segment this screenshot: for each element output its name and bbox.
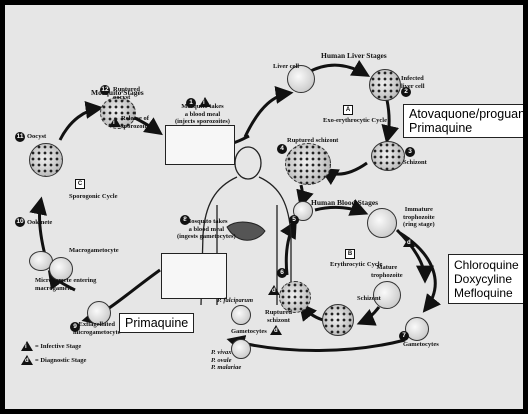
liver-cell <box>287 65 315 93</box>
arrow-infected-to-schizont <box>381 99 400 144</box>
step-8-badge: 8 <box>180 215 190 225</box>
infective-stage-marker-bloodmeal: i <box>199 97 211 107</box>
gametocyte-cell-right <box>405 317 429 341</box>
arrow-gametocytes-to-bloodmeal <box>226 335 406 353</box>
drug-box-gametocyte-stage: Primaquine <box>119 313 195 333</box>
liver-organ <box>226 221 266 241</box>
diagnostic-stage-marker-ruptured: d <box>268 285 280 295</box>
label-gametocytes-right: Gametocytes <box>403 341 439 348</box>
legend-infective-marker: i <box>21 341 33 351</box>
label-blood-schizont: Schizont <box>357 295 381 302</box>
label-oocyst: Oocyst <box>27 133 47 140</box>
arrow-mature-to-schizont <box>356 306 381 326</box>
step-2-badge: 2 <box>401 87 411 97</box>
step-3-badge: 3 <box>405 147 415 157</box>
erythrocytic-cycle-marker: B <box>345 249 355 259</box>
diagnostic-stage-marker-ring: d <box>403 237 415 247</box>
arrow-liver-cell-to-infected <box>306 59 371 77</box>
infected-liver-cell <box>369 69 401 101</box>
drug-box-blood-stage: Chloroquine Doxycyline Mefloquine <box>448 254 523 304</box>
sporogonic-cycle-marker: C <box>75 179 85 189</box>
exo-erythrocytic-cycle-marker: A <box>343 105 353 115</box>
mature-trophozoite-cell <box>373 281 401 309</box>
step-1-badge: 1 <box>186 98 196 108</box>
ruptured-blood-schizont-cell <box>279 281 311 313</box>
immature-trophozoite-cell <box>367 208 397 238</box>
label-ookinete: Ookinete <box>27 219 53 226</box>
mosquito-stages-heading: Mosquito Stages <box>91 88 144 97</box>
malaria-life-cycle-diagram: Mosquito Stages Human Liver Stages Human… <box>5 5 523 409</box>
drug-doxycyline: Doxycyline <box>454 272 513 286</box>
cycle-arrows <box>29 59 442 353</box>
drug-chloroquine: Chloroquine <box>454 258 519 272</box>
liver-schizont <box>371 141 405 171</box>
sporogonic-cycle-label: Sporogonic Cycle <box>69 193 118 200</box>
infective-stage-marker-sporozoites: i <box>109 117 121 127</box>
arrow-oocyst-to-ruptured <box>58 100 104 141</box>
gametocyte-vivax-cell <box>231 339 251 359</box>
liver-stages-heading: Human Liver Stages <box>321 51 387 60</box>
drug-mefloquine: Mefloquine <box>454 286 513 300</box>
step-11-badge: 11 <box>15 132 25 142</box>
label-liver-cell: Liver cell <box>273 63 300 70</box>
step-9-badge: 9 <box>70 322 80 332</box>
drug-primaquine-liver: Primaquine <box>409 121 473 135</box>
step-6-badge: 6 <box>277 268 287 278</box>
label-ruptured-liver-schizont: Ruptured schizont <box>287 137 339 144</box>
legend-infective-label: = Infective Stage <box>35 343 82 350</box>
arrow-sporozoites-to-liver <box>243 85 294 138</box>
exo-erythrocytic-cycle-label: Exo-erythrocytic Cycle <box>323 117 387 124</box>
exflagellated-microgametocyte-cell <box>87 301 111 325</box>
label-p-falciparum: P. falciparum <box>217 297 253 304</box>
arrow-merozoite-to-ring <box>314 199 369 216</box>
drug-primaquine-gametocyte: Primaquine <box>125 316 189 330</box>
blood-schizont-cell <box>322 304 354 336</box>
step-12-badge: 12 <box>100 85 110 95</box>
mosquito-inset-sporozoites <box>165 125 235 165</box>
erythrocytic-cycle-label: Erythrocytic Cycle <box>330 261 383 268</box>
blood-stages-heading: Human Blood Stages <box>311 198 379 207</box>
step-7-badge: 7 <box>399 331 409 341</box>
oocyst-cell <box>29 143 63 177</box>
legend-diagnostic-label: = Diagnostic Stage <box>35 357 87 364</box>
step-5-badge: 5 <box>289 215 299 225</box>
gametocyte-falciparum-cell <box>231 305 251 325</box>
label-liver-schizont: Schizont <box>403 159 427 166</box>
mosquito-inset-gametocytes <box>161 253 227 299</box>
ruptured-liver-schizont <box>285 143 331 185</box>
legend-diagnostic-marker: d <box>21 355 33 365</box>
diagnostic-stage-marker-gametocytes: d <box>270 325 282 335</box>
step-4-badge: 4 <box>277 144 287 154</box>
label-gametocytes-left: Gametocytes <box>231 328 267 335</box>
macrogametocyte-cell <box>49 257 73 281</box>
arrow-ookinete-to-oocyst <box>29 196 48 256</box>
drug-box-liver-stage: Atovaquone/proguanil Primaquine <box>403 104 523 138</box>
arrow-sporozoites-to-mosquito <box>132 115 163 136</box>
drug-atovaquone-proguanil: Atovaquone/proguanil <box>409 107 523 121</box>
label-macrogametocyte: Macrogametocyte <box>69 247 119 254</box>
step-10-badge: 10 <box>15 217 25 227</box>
arrow-ruptured-to-merozoite <box>280 219 297 276</box>
